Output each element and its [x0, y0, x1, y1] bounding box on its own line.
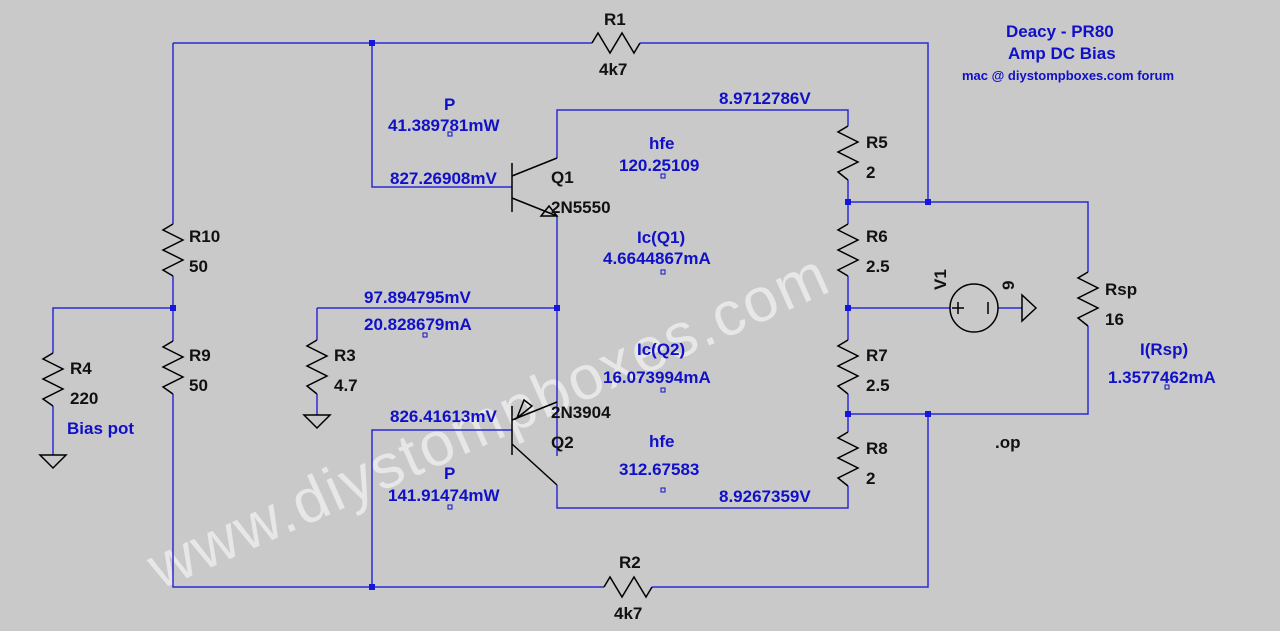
resistor-r9[interactable] — [161, 340, 185, 395]
r5-value: 2 — [866, 163, 875, 182]
title-credit: mac @ diystompboxes.com forum — [962, 68, 1174, 83]
r3-current-readout: 20.828679mA — [364, 315, 472, 334]
q2-model: 2N3904 — [551, 403, 611, 422]
v1-name: V1 — [931, 269, 950, 290]
emitter-voltage-readout: 97.894795mV — [364, 288, 471, 307]
voltage-source-v1[interactable] — [949, 283, 999, 333]
v1-value: 9 — [999, 281, 1018, 290]
q2-base-voltage-readout: 826.41613mV — [390, 407, 497, 426]
r1-value: 4k7 — [599, 60, 627, 79]
r8-name: R8 — [866, 439, 888, 458]
r1-name: R1 — [604, 10, 626, 29]
top-voltage-readout: 8.9712786V — [719, 89, 811, 108]
r4-note: Bias pot — [67, 419, 134, 438]
rsp-current-readout: 1.3577462mA — [1108, 368, 1216, 387]
r5-name: R5 — [866, 133, 888, 152]
r4-value: 220 — [70, 389, 98, 408]
q1-base-voltage-readout: 827.26908mV — [390, 169, 497, 188]
transistor-q2[interactable] — [511, 398, 558, 486]
q1-power-label: P — [444, 95, 455, 114]
r7-name: R7 — [866, 346, 888, 365]
junction-dots — [170, 40, 931, 590]
resistor-r2[interactable] — [603, 575, 653, 599]
r8-value: 2 — [866, 469, 875, 488]
r9-name: R9 — [189, 346, 211, 365]
q2-hfe-readout: 312.67583 — [619, 460, 699, 479]
r7-value: 2.5 — [866, 376, 890, 395]
resistor-r6[interactable] — [836, 223, 860, 277]
wires — [52, 42, 1089, 588]
resistor-rsp[interactable] — [1076, 271, 1100, 327]
r4-name: R4 — [70, 359, 92, 378]
q1-ic-readout: 4.6644867mA — [603, 249, 711, 268]
r3-name: R3 — [334, 346, 356, 365]
title-line-1: Deacy - PR80 — [1006, 22, 1114, 41]
rsp-value: 16 — [1105, 310, 1124, 329]
title-line-2: Amp DC Bias — [1008, 44, 1116, 63]
q2-ic-label: Ic(Q2) — [637, 340, 685, 359]
resistor-r1[interactable] — [591, 31, 641, 55]
ground-symbol-v1 — [1021, 293, 1038, 323]
q1-hfe-readout: 120.25109 — [619, 156, 699, 175]
transistor-q1[interactable] — [511, 157, 559, 217]
r6-value: 2.5 — [866, 257, 890, 276]
probe-markers — [422, 131, 1170, 510]
ground-symbol-r3 — [302, 414, 332, 430]
op-directive: .op — [995, 433, 1021, 452]
q1-name: Q1 — [551, 168, 574, 187]
r6-name: R6 — [866, 227, 888, 246]
r3-value: 4.7 — [334, 376, 358, 395]
q2-ic-readout: 16.073994mA — [603, 368, 711, 387]
resistor-r8[interactable] — [836, 431, 860, 487]
resistor-r7[interactable] — [836, 339, 860, 395]
r10-name: R10 — [189, 227, 220, 246]
q2-name: Q2 — [551, 433, 574, 452]
q2-hfe-label: hfe — [649, 432, 675, 451]
q1-model: 2N5550 — [551, 198, 611, 217]
q1-power-readout: 41.389781mW — [388, 116, 500, 135]
q2-power-label: P — [444, 464, 455, 483]
resistor-r10[interactable] — [161, 223, 185, 277]
r10-value: 50 — [189, 257, 208, 276]
resistor-r5[interactable] — [836, 125, 860, 181]
q2-power-readout: 141.91474mW — [388, 486, 500, 505]
r2-value: 4k7 — [614, 604, 642, 623]
resistor-r3[interactable] — [305, 339, 329, 395]
r2-name: R2 — [619, 553, 641, 572]
bottom-voltage-readout: 8.9267359V — [719, 487, 811, 506]
q1-hfe-label: hfe — [649, 134, 675, 153]
rsp-name: Rsp — [1105, 280, 1137, 299]
rsp-current-label: I(Rsp) — [1140, 340, 1188, 359]
ground-symbol-r4 — [38, 454, 68, 470]
r9-value: 50 — [189, 376, 208, 395]
q1-ic-label: Ic(Q1) — [637, 228, 685, 247]
resistor-r4[interactable] — [41, 352, 65, 407]
